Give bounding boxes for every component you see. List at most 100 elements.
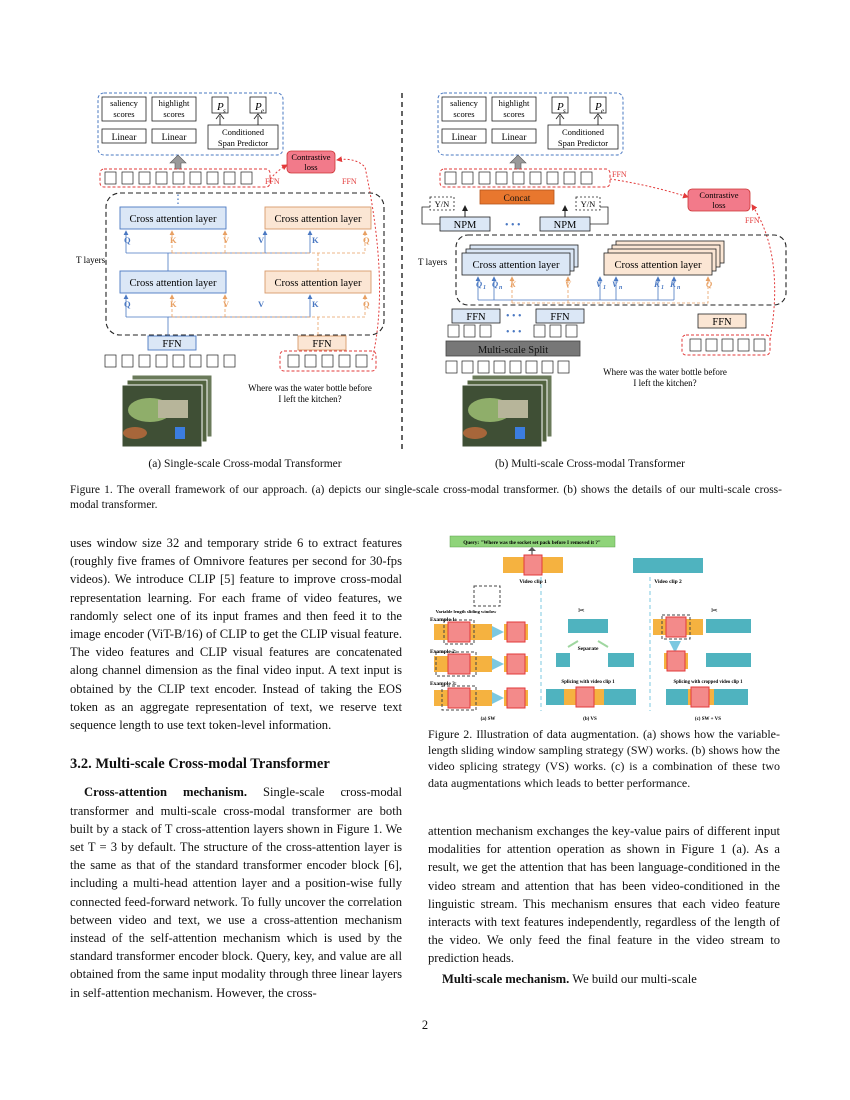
kn-sub: n <box>677 285 681 291</box>
highlight-label-1: highlight <box>159 98 190 108</box>
vn-sub: n <box>619 285 623 291</box>
t-layers-left: T layers <box>76 255 106 265</box>
left-paragraph-2: Cross-attention mechanism. Single-scale … <box>70 783 402 1001</box>
q-right-1: Q <box>363 235 370 245</box>
right-paragraph-2: Multi-scale mechanism. We build our mult… <box>428 970 780 988</box>
q1: Q <box>476 279 482 289</box>
qn-sub: n <box>499 285 503 291</box>
contrastive-b2: loss <box>712 200 725 210</box>
fig2-clip2: Video clip 2 <box>654 579 682 585</box>
dots-left: ⋮ <box>172 192 184 206</box>
right-column: attention mechanism exchanges the key-va… <box>428 822 780 988</box>
k-plain: K <box>509 279 517 289</box>
page-number: 2 <box>421 1018 429 1032</box>
left-paragraph-2-body: Single-scale cross-modal transformer and… <box>70 785 403 1000</box>
ffn-b3: FFN <box>712 317 732 328</box>
k1: K <box>653 279 661 289</box>
qn: Q <box>492 279 498 289</box>
yn-right: Y/N <box>581 199 596 209</box>
contrastive-1: Contrastive <box>291 152 330 162</box>
pe-label-b: P <box>594 101 602 113</box>
caption-a: (a) Single-scale Cross-modal Transformer <box>148 458 342 470</box>
span-pred-b1: Conditioned <box>562 127 605 137</box>
q1-sub: 1 <box>483 285 486 291</box>
ps-label-b: P <box>556 101 564 113</box>
v-left-1: V <box>223 235 230 245</box>
span-pred-1: Conditioned <box>222 127 265 137</box>
cross-attn-1: Cross attention layer <box>130 214 217 225</box>
saliency-label-2: scores <box>113 109 134 119</box>
fig2-ex3: Example 3: <box>430 681 457 687</box>
pe-sub: e <box>261 107 264 115</box>
npm-1: NPM <box>454 220 477 231</box>
figure-1-diagram: saliency scores highlight scores P s P e… <box>76 92 787 450</box>
v-plain: V <box>565 279 572 289</box>
fig2-b: (b) VS <box>583 717 597 722</box>
cross-attn-4: Cross attention layer <box>275 278 362 289</box>
fig2-ex1: Example 1: <box>430 617 457 623</box>
ffn-right: FFN <box>312 339 332 350</box>
concat: Concat <box>504 194 531 204</box>
fig2-window: Variable length sliding window <box>436 609 497 614</box>
highlight-label-b2: scores <box>503 109 524 119</box>
left-paragraph-1: uses window size 32 and temporary stride… <box>70 536 402 733</box>
fig2-splice2: Splicing with cropped video clip 1 <box>673 680 743 685</box>
fig2-splice1: Splicing with video clip 1 <box>561 680 615 685</box>
v1-sub: 1 <box>603 285 606 291</box>
left-column: uses window size 32 and temporary stride… <box>70 534 402 1002</box>
kn: K <box>669 279 677 289</box>
multiscale-lead: Multi-scale mechanism. <box>442 971 570 986</box>
span-pred-2: Span Predictor <box>218 138 268 148</box>
figure-1-caption: Figure 1. The overall framework of our a… <box>70 484 782 511</box>
saliency-label-b2: scores <box>453 109 474 119</box>
saliency-label-1: saliency <box>110 98 139 108</box>
npm-dots: • • • <box>505 220 521 231</box>
section-heading: 3.2. Multi-scale Cross-modal Transformer <box>70 756 330 773</box>
k1-sub: 1 <box>661 285 664 291</box>
ffn-tag-b: FFN <box>612 170 627 179</box>
contrastive-b1: Contrastive <box>699 190 738 200</box>
query-1: Where was the water bottle before <box>248 383 372 393</box>
q-left-2: Q <box>124 299 131 309</box>
cross-attn-2: Cross attention layer <box>275 214 362 225</box>
figure-1b: saliency scores highlight scores P s P e… <box>418 92 787 448</box>
q-plain: Q <box>706 279 712 289</box>
linear-1: Linear <box>112 133 138 143</box>
cross-attn-b1: Cross attention layer <box>473 260 560 271</box>
q-left-1: Q <box>124 235 131 245</box>
video-frames-left <box>121 374 213 448</box>
t-layers-right: T layers <box>418 257 448 267</box>
ffn-dots: • • • <box>506 311 522 322</box>
figure-1a: saliency scores highlight scores P s P e… <box>76 92 385 448</box>
highlight-label-b1: highlight <box>499 98 530 108</box>
ffn-tag-left: FFN <box>265 177 280 186</box>
fig2-c: (c) SW + VS <box>695 717 721 722</box>
token-dots: • • • <box>506 327 522 338</box>
scissors-icon-1: ✂ <box>578 606 585 615</box>
figure-2-diagram: Query: "Where was the socket set pack be… <box>430 535 751 722</box>
fig2-separate: Separate <box>578 646 599 652</box>
cross-attention-lead: Cross-attention mechanism. <box>84 785 247 800</box>
vn: V <box>612 279 619 289</box>
k-left-1: K <box>170 235 177 245</box>
span-pred-b2: Span Predictor <box>558 138 608 148</box>
figure-2: Query: "Where was the socket set pack be… <box>428 533 773 723</box>
fig2-a: (a) SW <box>481 717 496 722</box>
ps-sub-b: s <box>563 107 566 115</box>
k-right-2: K <box>312 299 319 309</box>
multiscale-split: Multi-scale Split <box>478 345 548 356</box>
yn-left: Y/N <box>435 199 450 209</box>
contrastive-2: loss <box>304 162 317 172</box>
query-b1: Where was the water bottle before <box>603 367 727 377</box>
linear-2: Linear <box>162 133 188 143</box>
pe-label: P <box>254 101 262 113</box>
v-right-1: V <box>258 235 265 245</box>
ffn-tag-right: FFN <box>342 177 357 186</box>
ps-sub: s <box>223 107 226 115</box>
contrastive-ffn: FFN <box>745 216 760 225</box>
k-right-1: K <box>312 235 319 245</box>
v-right-2: V <box>258 299 265 309</box>
linear-b1: Linear <box>452 133 478 143</box>
right-paragraph-1: attention mechanism exchanges the key-va… <box>428 824 780 966</box>
cross-attn-3: Cross attention layer <box>130 278 217 289</box>
